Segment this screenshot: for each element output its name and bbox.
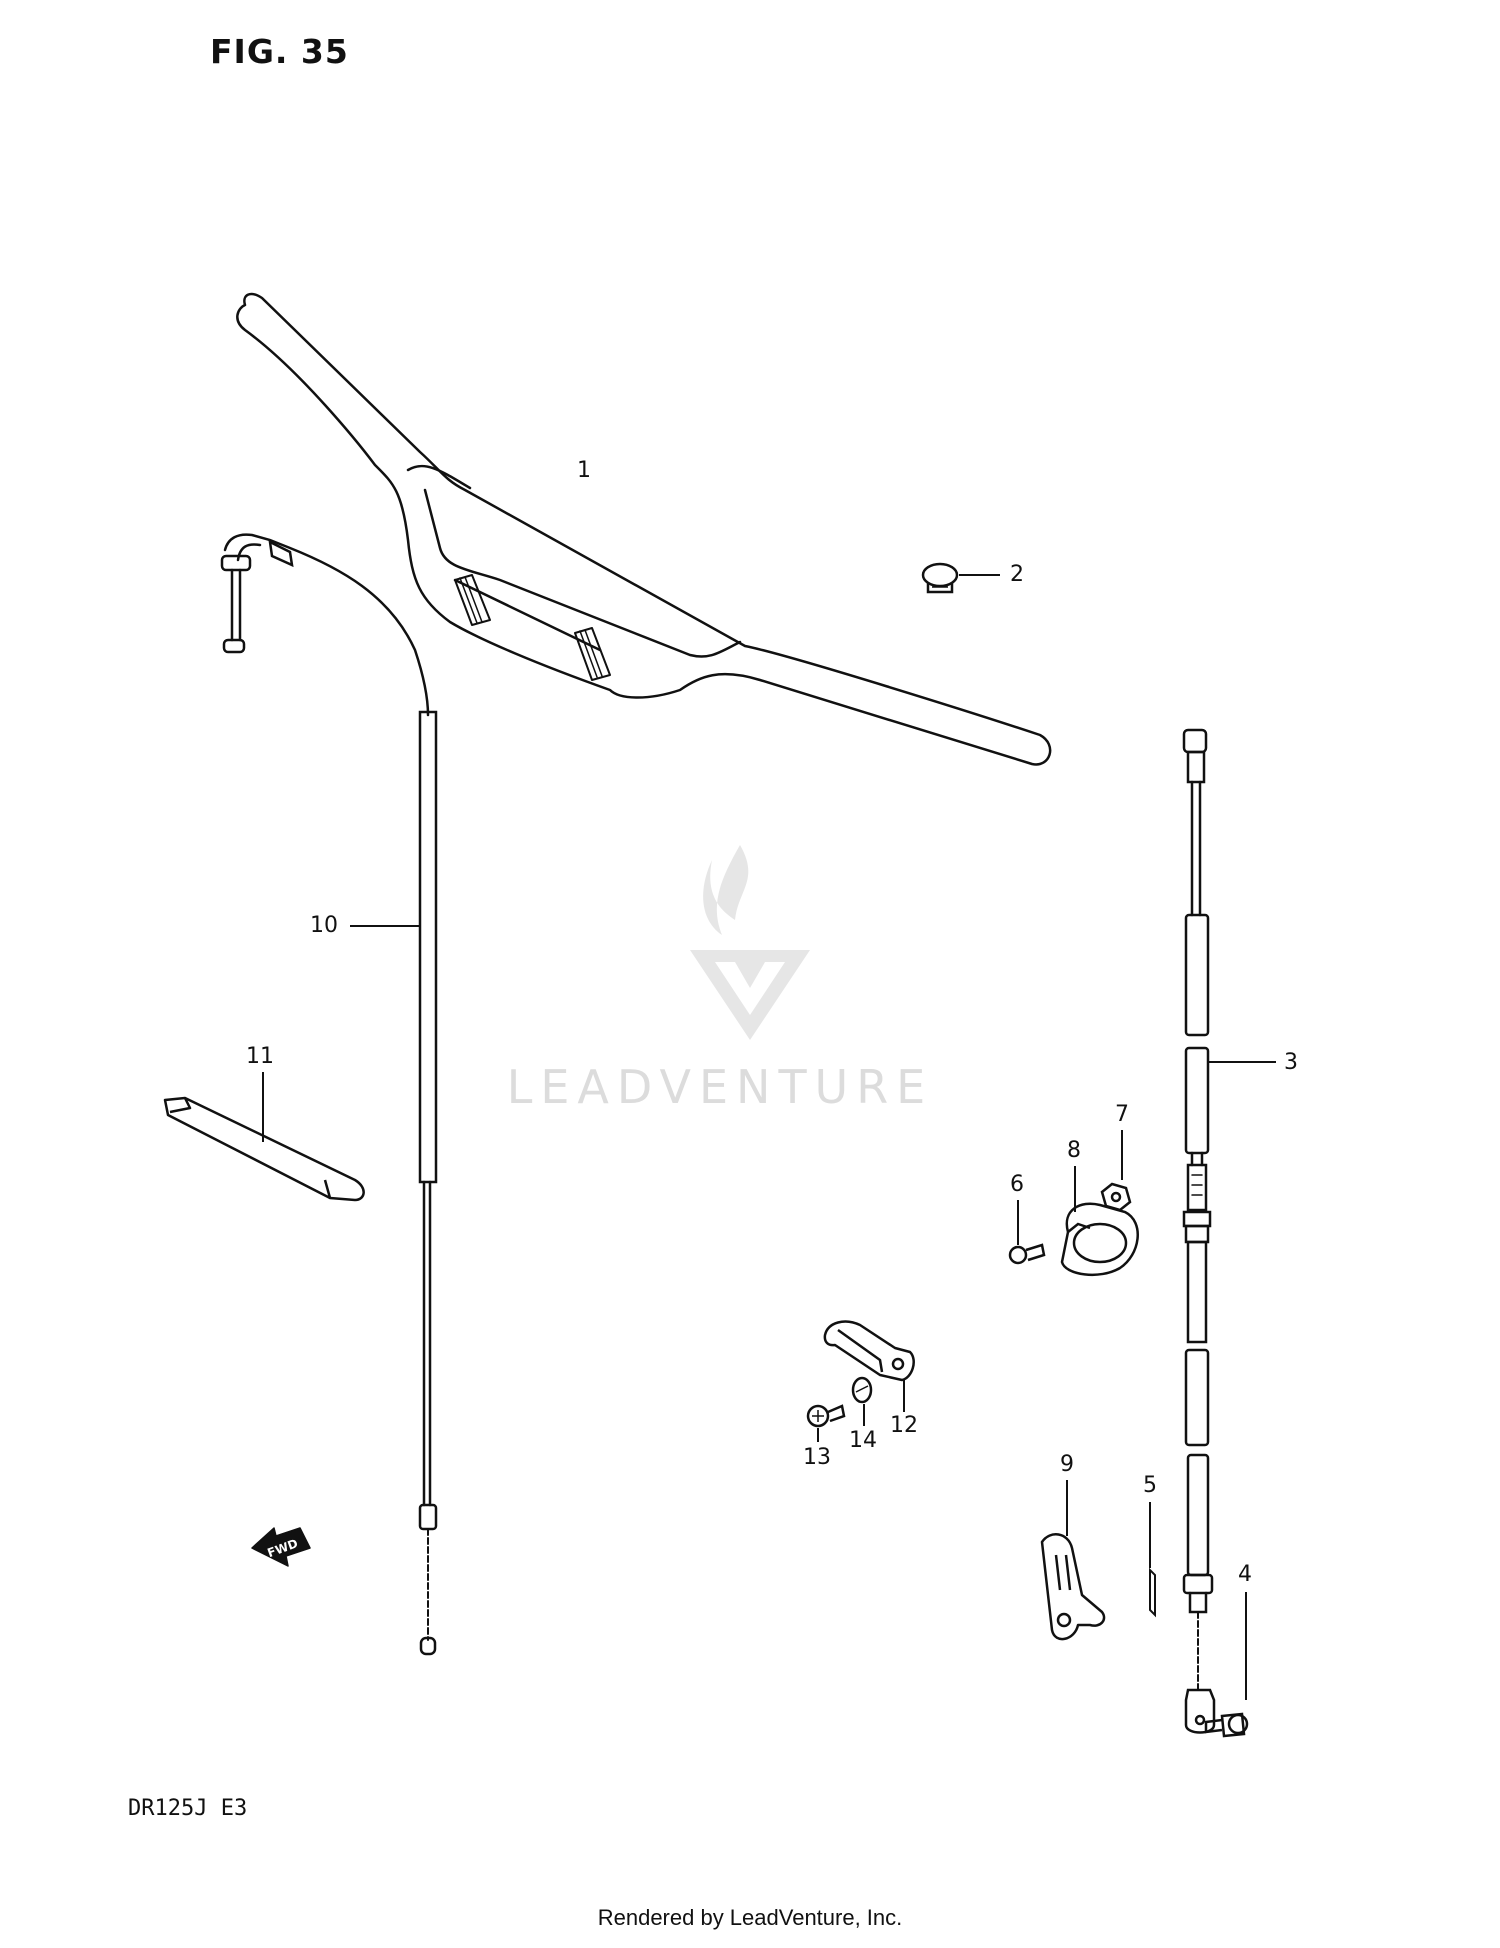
clamp-bolt [1008, 1243, 1046, 1265]
callout-1: 1 [577, 458, 591, 483]
callout-5: 5 [1143, 1473, 1157, 1498]
clutch-cable [1182, 728, 1216, 1734]
callout-6: 6 [1010, 1172, 1024, 1197]
callout-4: 4 [1238, 1562, 1252, 1587]
callout-8: 8 [1067, 1138, 1081, 1163]
callout-9: 9 [1060, 1452, 1074, 1477]
callout-2: 2 [1010, 562, 1024, 587]
bar-end-cap [921, 562, 959, 594]
footer-credit: Rendered by LeadVenture, Inc. [597, 1905, 903, 1930]
cable-pin [1204, 1712, 1249, 1738]
figure-title: FIG. 35 [210, 32, 349, 71]
callout-13: 13 [803, 1445, 831, 1470]
watermark-text: LEADVENTURE [506, 1060, 934, 1114]
cable-band [163, 1096, 365, 1202]
cable-holder [823, 1320, 915, 1382]
callout-14: 14 [849, 1428, 877, 1453]
cable-clamp [1060, 1202, 1139, 1276]
model-code: DR125J E3 [128, 1796, 248, 1821]
callout-7: 7 [1115, 1102, 1129, 1127]
callout-12: 12 [890, 1413, 918, 1438]
throttle-cable [220, 533, 438, 1656]
handlebar-part [236, 292, 1052, 766]
callout-3: 3 [1284, 1050, 1298, 1075]
callout-10: 10 [310, 913, 338, 938]
holder-screw [806, 1404, 846, 1428]
fwd-arrow-icon: FWD [251, 1527, 311, 1567]
callout-11: 11 [246, 1044, 274, 1069]
cable-bracket [1040, 1533, 1106, 1641]
holder-washer [851, 1376, 873, 1404]
cotter-pin [1149, 1567, 1156, 1618]
watermark-logo [690, 845, 810, 1040]
